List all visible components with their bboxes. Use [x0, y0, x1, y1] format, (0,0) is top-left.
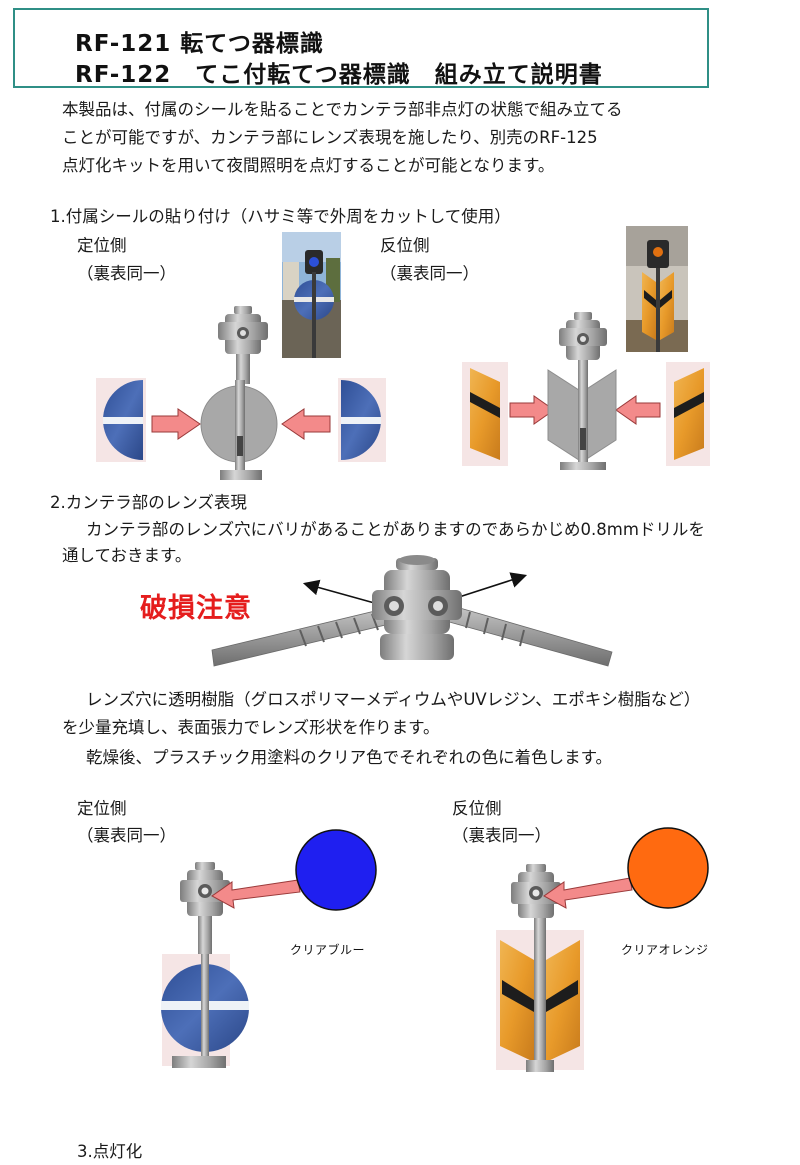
- section2-line-1: カンテラ部のレンズ穴にバリがあることがありますのであらかじめ0.8mmドリルを: [86, 520, 705, 539]
- section2-line-4: を少量充填し、表面張力でレンズ形状を作ります。: [62, 718, 440, 737]
- title-line-2: RF-122 てこ付転てつ器標識 組み立て説明書: [75, 62, 603, 88]
- intro-line-3: 点灯化キットを用いて夜間照明を点灯することが可能となります。: [62, 156, 555, 175]
- section3-heading: 3.点灯化: [77, 1142, 143, 1161]
- photo-reverse-signal: [626, 226, 688, 352]
- clear-blue-label: クリアブルー: [290, 943, 366, 957]
- sticker-normal-right: [338, 378, 386, 462]
- title-line-1: RF-121 転てつ器標識: [75, 31, 324, 57]
- section2-normal-label: 定位側: [77, 799, 127, 818]
- lantern-drill-diagram: [211, 555, 613, 667]
- arrow-left-icon: [211, 879, 301, 909]
- section1-normal-sub: （裏表同一）: [77, 264, 176, 283]
- section2-line-3: レンズ穴に透明樹脂（グロスポリマーメディウムやUVレジン、エポキシ樹脂など）: [86, 690, 701, 709]
- section2-line-2: 通しておきます。: [62, 546, 192, 565]
- section2-heading: 2.カンテラ部のレンズ表現: [50, 493, 247, 512]
- damage-warning-label: 破損注意: [140, 593, 252, 624]
- model-reverse-lens-result: [496, 864, 584, 1072]
- title-box: RF-121 転てつ器標識 RF-122 てこ付転てつ器標識 組み立て説明書: [13, 8, 709, 88]
- sticker-reverse-left: [462, 362, 508, 466]
- section1-reverse-label: 反位側: [380, 236, 430, 255]
- model-normal-lens-result: [161, 862, 249, 1068]
- section1-heading: 1.付属シールの貼り付け（ハサミ等で外周をカットして使用）: [50, 207, 511, 226]
- sticker-normal-left: [96, 378, 146, 462]
- arrow-left-icon: [281, 408, 331, 440]
- clear-orange-label: クリアオレンジ: [621, 943, 709, 957]
- arrow-left-icon: [543, 877, 633, 909]
- intro-line-2: ことが可能ですが、カンテラ部にレンズ表現を施したり、別売のRF-125: [62, 128, 598, 147]
- model-reverse-signal: [547, 312, 617, 470]
- section2-line-5: 乾燥後、プラスチック用塗料のクリア色でそれぞれの色に着色します。: [86, 748, 613, 767]
- arrow-left-icon: [615, 395, 661, 425]
- section1-reverse-sub: （裏表同一）: [380, 264, 479, 283]
- section2-reverse-label: 反位側: [452, 799, 502, 818]
- clear-orange-swatch: [627, 827, 709, 909]
- arrow-right-icon: [151, 408, 201, 440]
- model-normal-signal: [200, 306, 278, 480]
- section1-normal-label: 定位側: [77, 236, 127, 255]
- section2-reverse-sub: （裏表同一）: [452, 826, 551, 845]
- arrow-right-icon: [509, 395, 555, 425]
- sticker-reverse-right: [666, 362, 710, 466]
- clear-blue-swatch: [295, 829, 377, 911]
- intro-line-1: 本製品は、付属のシールを貼ることでカンテラ部非点灯の状態で組み立てる: [62, 100, 623, 119]
- section2-normal-sub: （裏表同一）: [77, 826, 176, 845]
- photo-normal-signal: [282, 232, 341, 358]
